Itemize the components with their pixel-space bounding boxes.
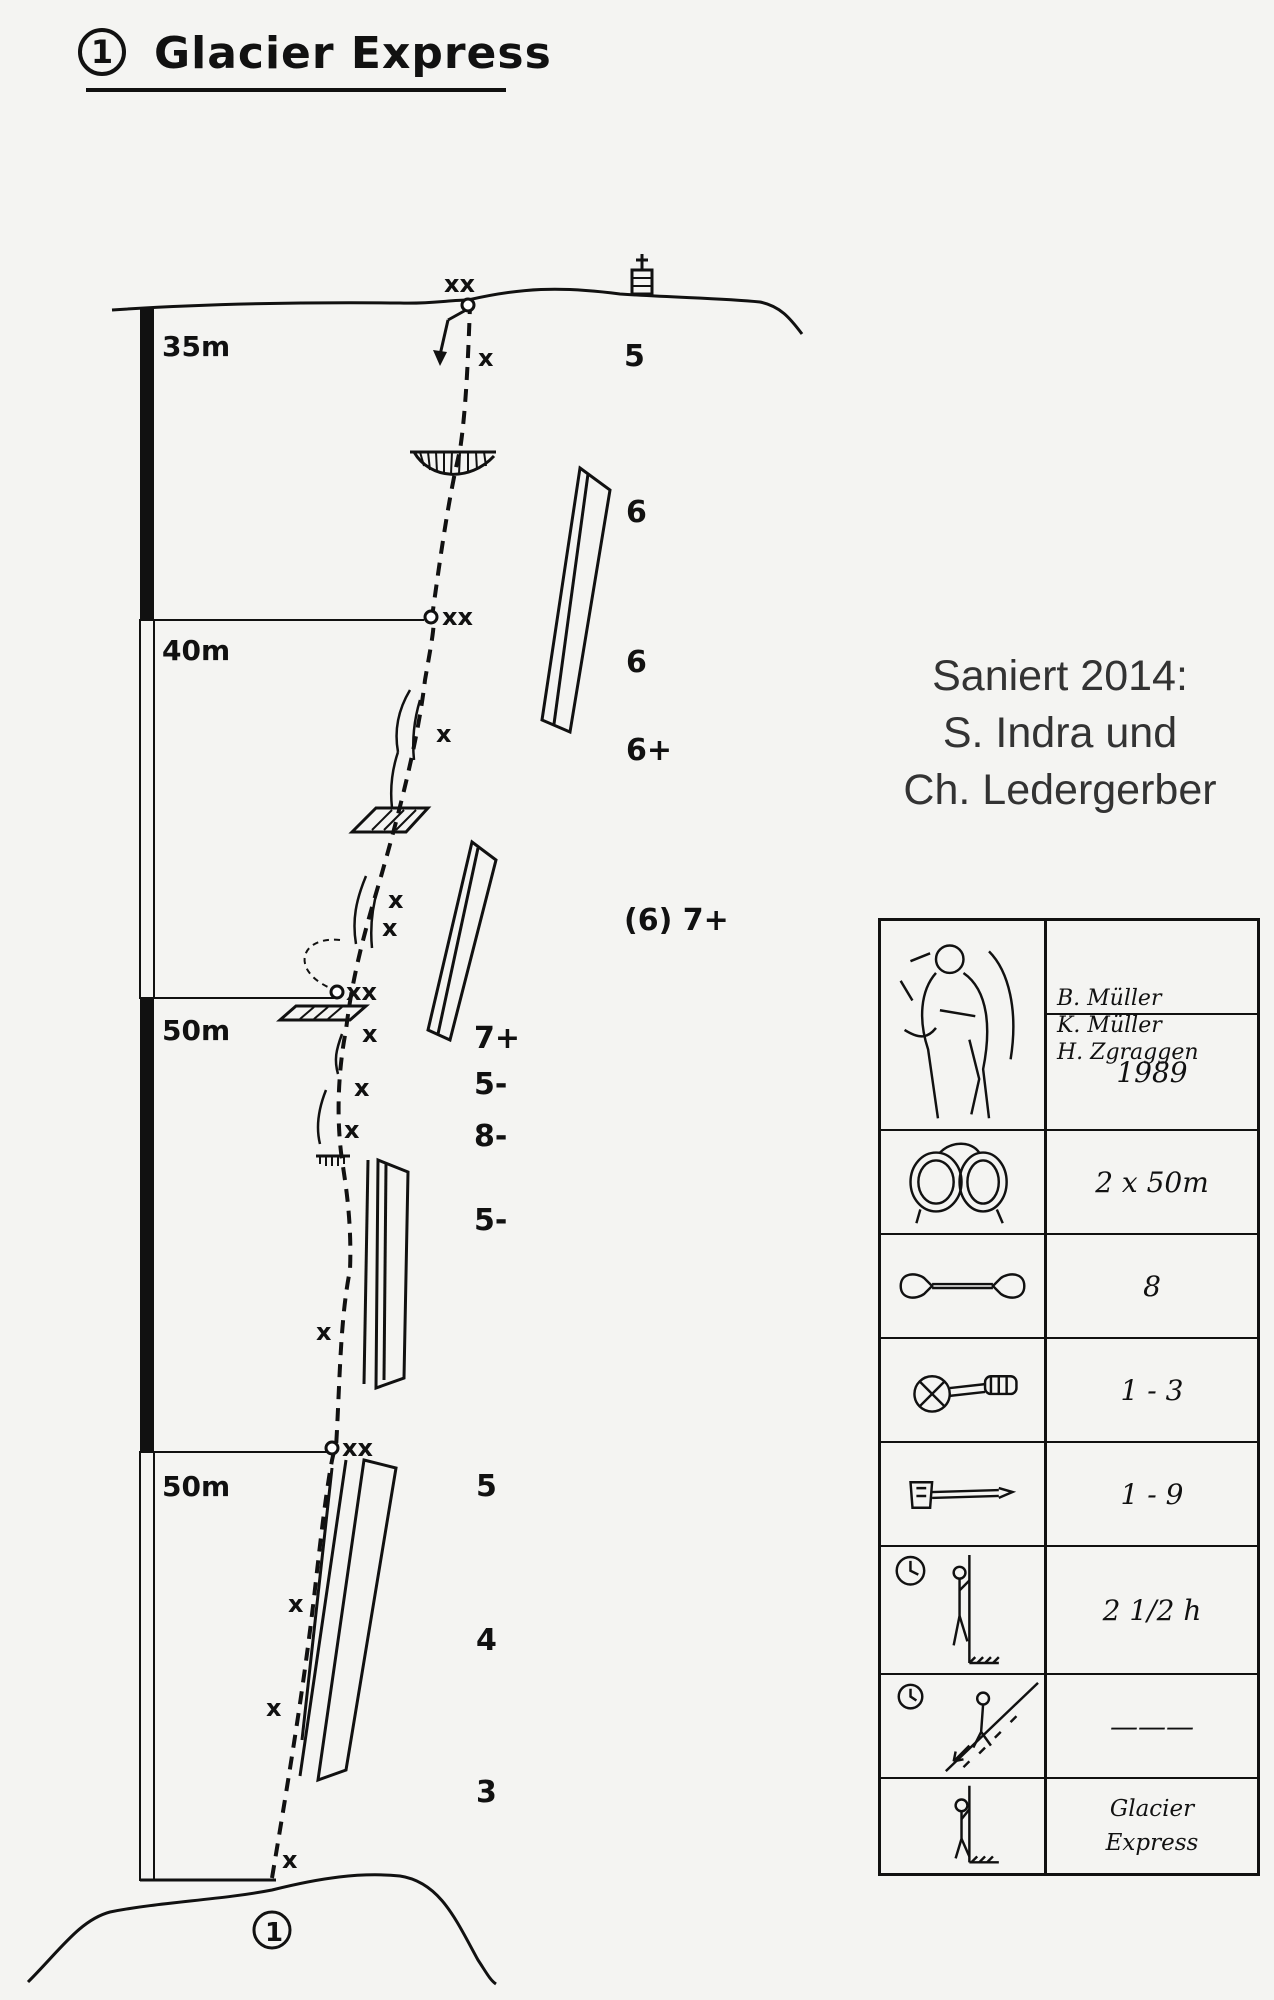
grade-label: 5: [476, 1469, 497, 1504]
start-marker-number: 1: [265, 1918, 283, 1948]
bolt-mark: x: [362, 1020, 378, 1048]
route-name-cell: Glacier Express: [1047, 1779, 1257, 1873]
grade-label: 4: [476, 1623, 497, 1658]
dihedral-feature-icon: [298, 1458, 398, 1783]
route-number-badge: 1: [78, 28, 126, 76]
belay-bolt-pair: xx: [442, 603, 473, 631]
dihedral-feature-icon: [540, 465, 612, 735]
grade-label: (6) 7+: [624, 903, 729, 938]
bolt-mark: x: [436, 720, 452, 748]
pitch-scale-bar: [139, 308, 276, 1882]
grade-label: 6: [626, 645, 647, 680]
bolt-mark: x: [266, 1694, 282, 1722]
summit-ridge-line: [111, 287, 804, 335]
quickdraws-value: 8: [1143, 1269, 1161, 1303]
roof-overhang-icon: [316, 1154, 350, 1166]
ground-line: [26, 1873, 497, 1986]
cams-value: 1 - 3: [1120, 1373, 1184, 1407]
route-title: 1 Glacier Express: [74, 20, 551, 98]
belay-anchor-icon: [460, 297, 476, 313]
bolt-mark: x: [288, 1590, 304, 1618]
ledge-icon: [276, 1004, 370, 1022]
summit-marker-icon: [630, 254, 654, 296]
climber-wall-icon: [881, 1779, 1047, 1873]
quickdraw-icon: [881, 1235, 1047, 1337]
title-underline: [86, 88, 506, 92]
rope-value: 2 x 50m: [1095, 1165, 1209, 1199]
route-info-table: B. Müller K. Müller H. Zgraggen 1989 2 x…: [878, 918, 1260, 1876]
grade-label: 5-: [474, 1067, 507, 1102]
info-row-nuts: 1 - 9: [881, 1443, 1257, 1547]
belay-anchor-icon: [329, 984, 345, 1000]
info-row-descent: ———: [881, 1675, 1257, 1779]
bolt-mark: x: [316, 1318, 332, 1346]
clock-climber-icon: [881, 1547, 1047, 1673]
route-variant-loop: [303, 938, 341, 989]
grade-label: 8-: [474, 1119, 507, 1154]
coiled-rope-icon: [881, 1131, 1047, 1233]
time-value: 2 1/2 h: [1102, 1593, 1202, 1627]
descent-icon: [881, 1675, 1047, 1777]
descent-value: ———: [1110, 1709, 1194, 1743]
pitch-length-label: 40m: [162, 634, 230, 667]
belay-bolt-pair: xx: [346, 978, 377, 1006]
info-row-time: 2 1/2 h: [881, 1547, 1257, 1675]
first-ascent-names: B. Müller K. Müller H. Zgraggen: [1047, 921, 1257, 1129]
bolt-mark: x: [344, 1116, 360, 1144]
belay-anchor-icon: [324, 1440, 340, 1456]
route-name: Glacier Express: [154, 28, 552, 79]
nuts-value: 1 - 9: [1120, 1477, 1184, 1511]
info-row-rope: 2 x 50m: [881, 1131, 1257, 1235]
bolt-mark: x: [282, 1846, 298, 1874]
grade-label: 6+: [626, 733, 672, 768]
route-name-line: Glacier: [1109, 1796, 1195, 1822]
pitch-length-label: 50m: [162, 1470, 230, 1503]
roof-overhang-icon: [410, 450, 496, 476]
grade-label: 6: [626, 495, 647, 530]
dihedral-feature-icon: [426, 839, 498, 1043]
route-name-line: Express: [1105, 1830, 1199, 1856]
first-ascent-name: K. Müller: [1057, 1012, 1162, 1038]
bolt-mark: x: [478, 344, 494, 372]
grade-label: 5-: [474, 1203, 507, 1238]
info-row-quickdraws: 8: [881, 1235, 1257, 1339]
pitch-length-label: 50m: [162, 1014, 230, 1047]
first-ascent-name: H. Zgraggen: [1057, 1039, 1199, 1065]
renovation-note-line: S. Indra und: [942, 709, 1178, 757]
climber-portrait-icon: [881, 921, 1047, 1129]
grade-label: 7+: [474, 1021, 520, 1056]
route-line: [270, 305, 472, 1879]
grade-label: 5: [624, 339, 645, 374]
grade-label: 3: [476, 1775, 497, 1810]
renovation-note-line: Ch. Ledergerber: [903, 766, 1217, 814]
bolt-mark: x: [354, 1074, 370, 1102]
first-ascent-year: 1989: [1116, 1055, 1188, 1089]
info-row-cams: 1 - 3: [881, 1339, 1257, 1443]
crack-mark-icon: [316, 689, 422, 1145]
belay-bolt-pair: xx: [342, 1434, 373, 1462]
camming-device-icon: [881, 1339, 1047, 1441]
belay-anchor-icon: [423, 609, 439, 625]
info-row-route: Glacier Express: [881, 1779, 1257, 1873]
row-divider: [1047, 1013, 1257, 1015]
ledge-icon: [348, 806, 432, 834]
bolt-mark: x: [388, 886, 404, 914]
start-marker-icon: [252, 1910, 292, 1950]
nut-icon: [881, 1443, 1047, 1545]
abseil-arrow-icon: [433, 308, 467, 366]
renovation-note-line: Saniert 2014:: [932, 652, 1188, 700]
bolt-mark: x: [382, 914, 398, 942]
first-ascent-name: B. Müller: [1057, 985, 1162, 1011]
dihedral-feature-icon: [362, 1157, 410, 1391]
renovation-note: Saniert 2014: S. Indra und Ch. Ledergerb…: [880, 648, 1240, 819]
info-row-first-ascent: B. Müller K. Müller H. Zgraggen: [881, 921, 1257, 1131]
belay-bolt-pair: xx: [444, 270, 475, 298]
pitch-length-label: 35m: [162, 330, 230, 363]
